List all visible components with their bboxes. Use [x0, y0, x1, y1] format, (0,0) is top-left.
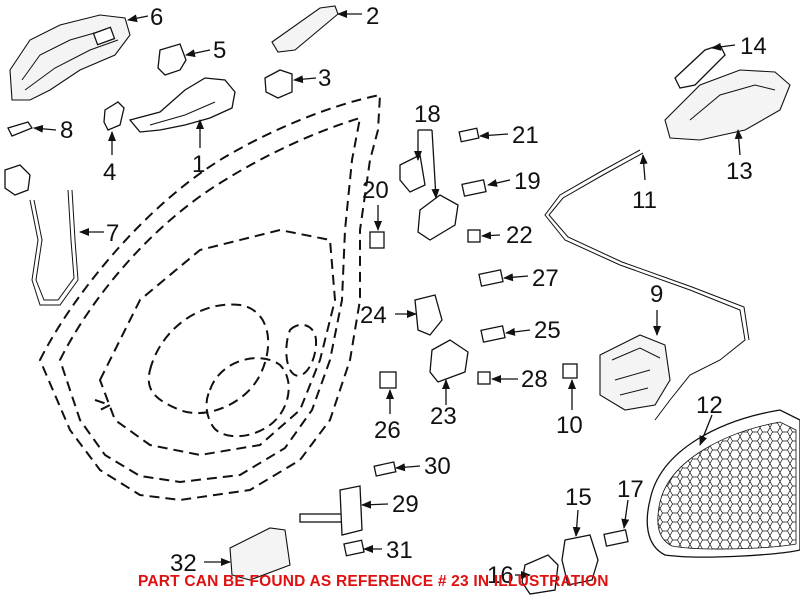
leader-lines	[33, 10, 743, 579]
callout-30: 30	[424, 453, 451, 480]
callout-24: 24	[360, 302, 387, 329]
callout-19: 19	[514, 168, 541, 195]
callout-25: 25	[534, 317, 561, 344]
callout-3: 3	[318, 65, 331, 92]
part-12-speaker-grille	[646, 409, 800, 558]
callout-4: 4	[103, 159, 116, 186]
callout-26: 26	[374, 417, 401, 444]
callout-17: 17	[617, 476, 644, 503]
part-2-handle-seal	[271, 5, 339, 53]
part-11-cable-inner	[548, 152, 750, 341]
callout-5: 5	[213, 37, 226, 64]
part-7-cable	[4, 164, 79, 306]
callout-6: 6	[150, 4, 163, 31]
part-1-exterior-handle	[128, 77, 236, 133]
part-8-clip	[7, 121, 33, 137]
callout-8: 8	[60, 117, 73, 144]
part-24-hinge-lower	[414, 294, 469, 383]
part-5-cover-gasket	[157, 43, 187, 76]
part-13-interior-handle	[664, 69, 791, 141]
part-32-cover	[229, 527, 291, 581]
part-16-plate	[521, 554, 559, 595]
part-6-handle-carrier	[9, 14, 131, 101]
callout-31: 31	[386, 537, 413, 564]
callout-9: 9	[650, 281, 663, 308]
part-9-door-lock	[599, 334, 671, 411]
callout-2: 2	[366, 3, 379, 30]
part-3-end-cap	[264, 69, 293, 99]
callout-1: 1	[192, 151, 205, 178]
callout-20: 20	[362, 177, 389, 204]
callout-15: 15	[565, 484, 592, 511]
reference-notice: PART CAN BE FOUND AS REFERENCE # 23 IN I…	[138, 573, 609, 590]
part-18-hinge-upper	[399, 154, 459, 241]
callout-11: 11	[632, 187, 657, 214]
callout-12: 12	[696, 392, 723, 419]
part-29-door-check	[299, 485, 363, 536]
callout-29: 29	[392, 491, 419, 518]
callout-13: 13	[726, 158, 753, 185]
door-outline	[38, 93, 382, 502]
callout-10: 10	[556, 412, 583, 439]
callout-21: 21	[512, 122, 539, 149]
callout-22: 22	[506, 222, 533, 249]
callout-16: 16	[487, 562, 514, 589]
callout-14: 14	[740, 33, 767, 60]
callout-23: 23	[430, 403, 457, 430]
callout-numbers: 6 2 3 4 5 1 7 8 9 10 11 12 13 14 15 16 1…	[60, 3, 767, 589]
callout-7: 7	[106, 220, 119, 247]
part-4-bezel	[103, 101, 125, 131]
callout-27: 27	[532, 265, 559, 292]
part-14-trim	[674, 44, 726, 89]
callout-18: 18	[414, 101, 441, 128]
part-11-cable	[544, 149, 746, 421]
part-15-striker	[561, 534, 599, 586]
callout-28: 28	[521, 366, 548, 393]
callout-32: 32	[170, 550, 197, 577]
bolts	[343, 127, 629, 557]
